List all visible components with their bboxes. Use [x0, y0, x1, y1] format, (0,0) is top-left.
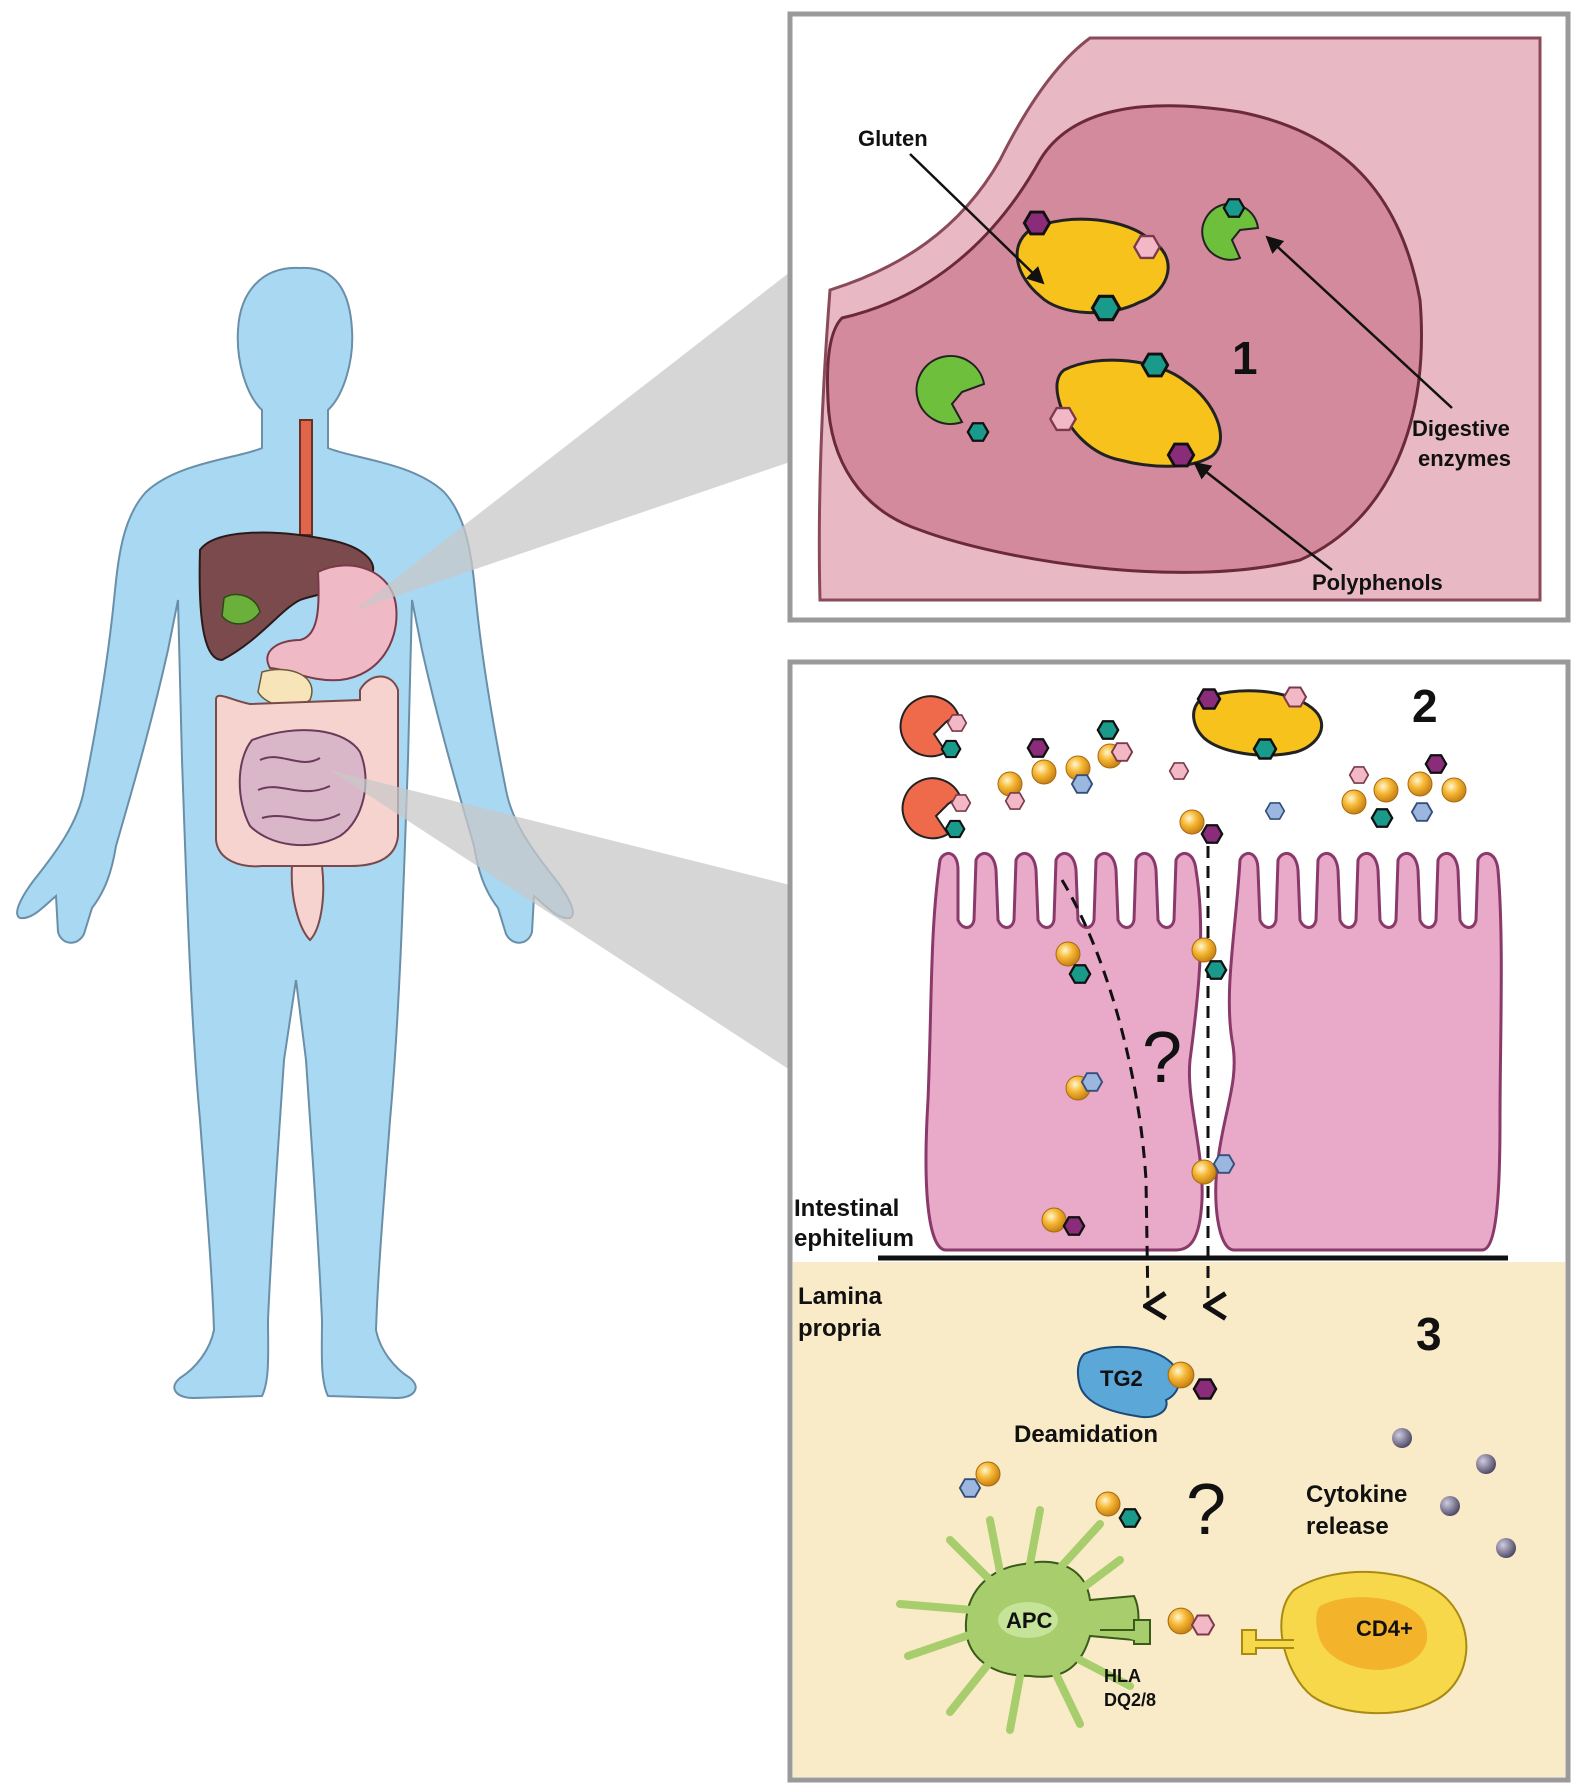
epithelial-cell-left: [924, 852, 1204, 1252]
cytokine-label-line2: release: [1306, 1513, 1389, 1540]
gallbladder: [221, 593, 261, 625]
apc-cell: [896, 1506, 1151, 1734]
cytokine-label-line1: Cytokine: [1306, 1481, 1407, 1508]
panel-1: 1 Gluten Digestive enzymes Polyphenols: [787, 11, 1571, 623]
pancreas: [257, 668, 313, 708]
apc-label: APC: [1006, 1608, 1053, 1633]
small-intestine: [238, 729, 367, 847]
lamina-propria-bg: [793, 1262, 1565, 1777]
tg2-enzyme: [1076, 1345, 1180, 1418]
panel-1-number: 1: [1232, 332, 1258, 384]
cd4-label: CD4+: [1356, 1616, 1413, 1641]
cd4-t-cell: [1241, 1570, 1468, 1715]
epithelium-label-line1: Intestinal: [794, 1195, 899, 1222]
tg2-label: TG2: [1100, 1366, 1143, 1391]
zoom-cone-stomach: [355, 272, 790, 610]
enzyme-green-1: [1201, 202, 1260, 261]
polyphenols-label: Polyphenols: [1312, 570, 1443, 595]
hla-label-line2: DQ2/8: [1104, 1690, 1156, 1710]
hla-label-line1: HLA: [1104, 1666, 1141, 1686]
panel-2-3: ? 2 Intestinal ephitelium Lamina propria…: [787, 659, 1571, 1783]
rectum: [290, 865, 325, 942]
digestive-label-line2: enzymes: [1418, 446, 1511, 471]
zoom-cone-intestine: [330, 770, 790, 1070]
epithelial-cell-right: [1214, 852, 1503, 1252]
panel-3-question: ?: [1186, 1470, 1226, 1550]
panel-2-question: ?: [1142, 1018, 1182, 1098]
esophagus: [299, 419, 313, 536]
lamina-label-line1: Lamina: [798, 1283, 883, 1310]
stomach-lumen: [826, 104, 1423, 574]
deamidation-label: Deamidation: [1014, 1421, 1158, 1448]
gluten-label: Gluten: [858, 126, 928, 151]
panel-2-number: 2: [1412, 680, 1438, 732]
enzyme-red-2: [901, 777, 962, 840]
digestive-label-line1: Digestive: [1412, 416, 1510, 441]
transport-path-transcellular: [1060, 879, 1148, 1306]
epithelium-label-line2: ephitelium: [794, 1225, 914, 1252]
enzyme-red-1: [899, 695, 960, 758]
enzyme-green-2: [915, 354, 986, 425]
lamina-label-line2: propria: [798, 1315, 881, 1342]
panel-3-number: 3: [1416, 1308, 1442, 1360]
